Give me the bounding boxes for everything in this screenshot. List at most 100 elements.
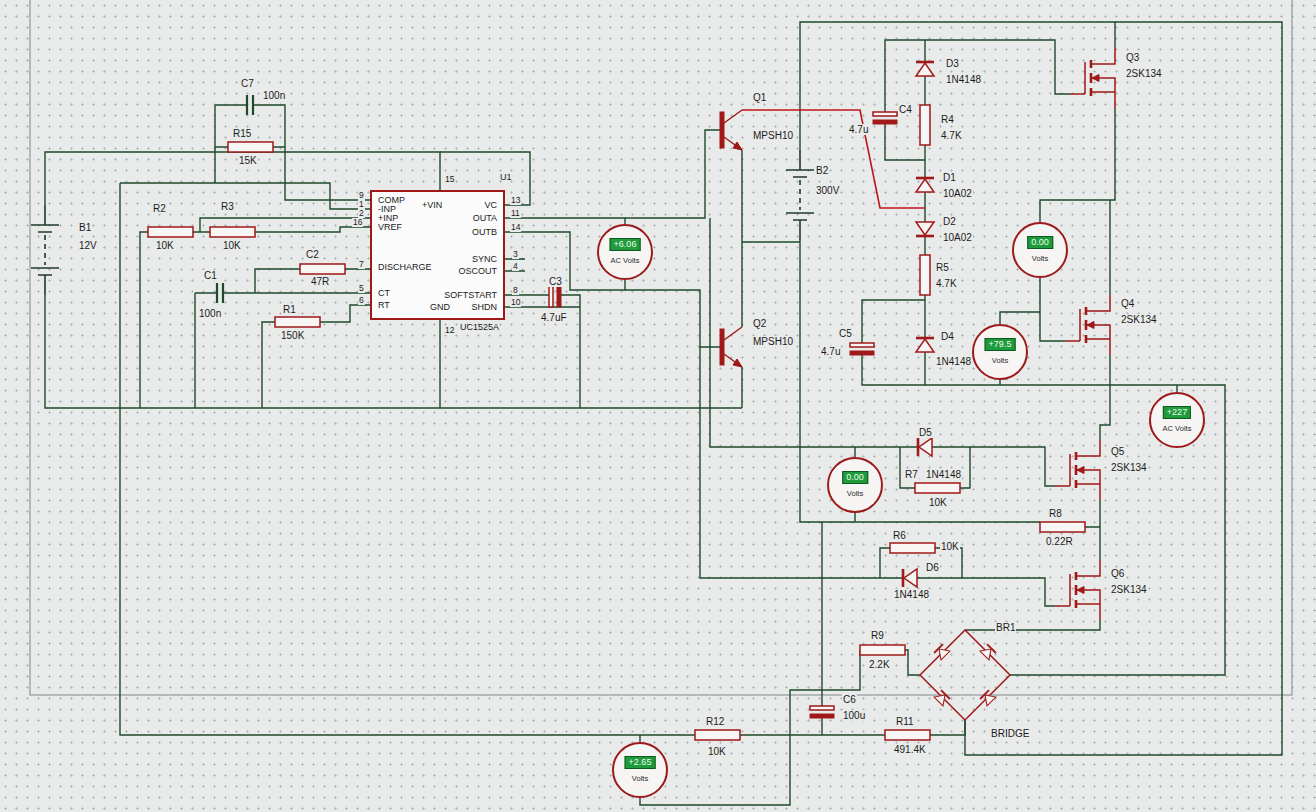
mosfet-symbol [1065, 295, 1110, 355]
mosfet-symbol [1055, 560, 1100, 620]
voltmeter: +2.65Volts [612, 742, 668, 798]
highlighted-wire [742, 110, 925, 208]
component-label: 2SK134 [1120, 314, 1158, 325]
component-label: 100n [198, 308, 222, 319]
component-label: 10A02 [942, 232, 973, 243]
mosfet-symbol [1055, 440, 1100, 500]
resistor-symbol [890, 543, 935, 553]
wire [925, 40, 1225, 675]
voltmeter: +227AC Volts [1149, 392, 1205, 448]
component-label: R8 [1048, 508, 1063, 519]
pin-number: 13 [510, 196, 521, 205]
component-label: 4.7K [940, 130, 963, 141]
resistor-symbol [300, 264, 345, 274]
wire [640, 720, 965, 742]
pin-name: -INP [378, 204, 396, 214]
capacitor-symbol [873, 112, 897, 124]
component-label: 0.22R [1045, 536, 1074, 547]
resistor-symbol [885, 730, 930, 740]
meter-unit: AC Volts [1163, 424, 1192, 433]
voltmeter: 0.00Volts [827, 457, 883, 513]
component-label: 2SK134 [1110, 584, 1148, 595]
pin-number: 5 [358, 284, 365, 293]
wire [625, 290, 720, 347]
pin-number: 8 [512, 286, 519, 295]
diode-symbol [916, 222, 934, 236]
pin-number: 10 [510, 298, 521, 307]
wire [710, 218, 1055, 488]
resistor-symbol [915, 483, 960, 493]
component-label: 2SK134 [1110, 462, 1148, 473]
pin-number: 3 [512, 250, 519, 259]
capacitor-symbol [850, 343, 874, 355]
pin-number: 16 [352, 218, 363, 227]
component-label: 2.2K [868, 659, 891, 670]
pin-name: COMP [378, 195, 405, 205]
component-label: 4.7u [820, 346, 841, 357]
component-label: 4.7uF [540, 312, 568, 323]
meter-unit: Volts [632, 774, 648, 783]
part-number: UC1525A [460, 322, 499, 332]
component-label: R3 [220, 201, 235, 212]
window-frame [30, 0, 1292, 695]
capacitor-symbol [810, 706, 834, 718]
component-label: 150K [280, 330, 305, 341]
component-label: D1 [942, 172, 957, 183]
component-label: 1N4148 [893, 589, 930, 600]
pin-name: RT [378, 300, 390, 310]
meter-unit: AC Volts [611, 256, 640, 265]
component-label: Q2 [752, 318, 767, 329]
diode-symbol [916, 62, 934, 76]
component-label: Q3 [1125, 52, 1140, 63]
component-label: B2 [815, 165, 829, 176]
component-label: R2 [152, 203, 167, 214]
component-label: R6 [892, 530, 907, 541]
resistor-symbol [920, 255, 930, 295]
component-label: 2SK134 [1125, 68, 1163, 79]
component-label: C1 [203, 270, 218, 281]
battery-symbol [31, 205, 59, 295]
component-label: 491.4K [893, 744, 927, 755]
pin-name: +VIN [422, 200, 442, 210]
component-label: 10K [222, 240, 242, 251]
component-label: R7 [904, 469, 919, 480]
component-label: BRIDGE [990, 728, 1030, 739]
resistor-symbol [275, 317, 320, 327]
wire [742, 150, 800, 408]
component-label: 4.7u [848, 124, 869, 135]
resistor-symbol [1040, 522, 1085, 532]
diode-symbol [916, 178, 934, 192]
component-label: C4 [898, 104, 913, 115]
component-label: R9 [870, 630, 885, 641]
wire [625, 130, 720, 218]
wire [505, 259, 525, 271]
pin-name: VC [484, 200, 497, 210]
component-label: Q6 [1110, 568, 1125, 579]
component-label: 1N4148 [925, 469, 962, 480]
component-label: R12 [705, 716, 725, 727]
component-label: D4 [940, 331, 955, 342]
capacitor-symbol [247, 95, 253, 115]
meter-unit: Volts [992, 356, 1008, 365]
component-label: C5 [838, 328, 853, 339]
component-label: D5 [918, 427, 933, 438]
voltmeter: +79.5Volts [972, 324, 1028, 380]
capacitor-symbol [217, 283, 223, 303]
battery-symbol [786, 150, 814, 240]
component-label: D6 [925, 562, 940, 573]
wire [965, 22, 1282, 755]
meter-reading: +6.06 [610, 238, 641, 251]
pin-name: VREF [378, 222, 402, 232]
component-label: D2 [942, 216, 957, 227]
pin-name: OSCOUT [458, 266, 497, 276]
wire-connector [505, 218, 625, 224]
bridge-diode [980, 644, 996, 660]
component-label: R4 [940, 114, 955, 125]
component-label: R1 [282, 304, 297, 315]
component-label: 10K [928, 497, 948, 508]
meter-reading: +79.5 [985, 338, 1016, 351]
component-label: 10A02 [942, 188, 973, 199]
component-label: 47R [310, 276, 330, 287]
meter-reading: 0.00 [842, 471, 868, 484]
